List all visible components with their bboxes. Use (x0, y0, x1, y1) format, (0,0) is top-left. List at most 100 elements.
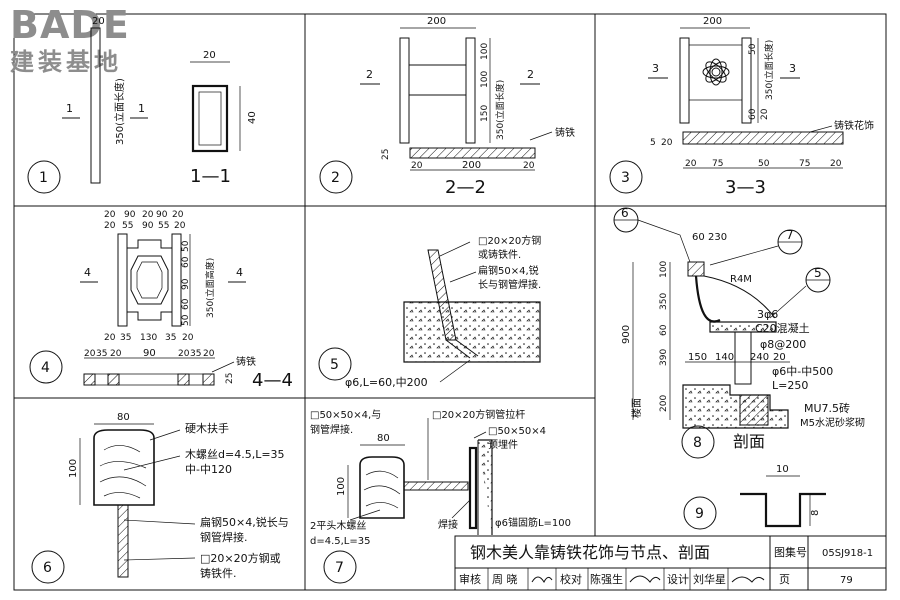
panel7-note-screw1: 2平头木螺丝 (310, 520, 366, 532)
panel2-left-dim: 25 (381, 149, 391, 160)
panel8-callout5: 5 (814, 266, 822, 280)
panel1-top-dim: 20 (92, 16, 105, 27)
panel6-number-circle (31, 550, 65, 584)
panel4-top-dim-b2: 55 (122, 221, 133, 231)
panel8-dim900: 900 (621, 325, 632, 344)
panel3-bot-dim4: 75 (799, 159, 810, 169)
panel4-bot-dim-b1: 20 (84, 349, 96, 359)
panel8-radius: R4M (730, 274, 752, 285)
panel2-number-circle (319, 160, 353, 194)
logo: BADE 建装基地 (10, 3, 129, 76)
panel6-note-sq1: □20×20方钢或 (200, 551, 281, 565)
page-label: 页 (779, 573, 790, 586)
atlas-number: 05SJ918-1 (822, 548, 873, 559)
panel3-section-label: 3—3 (725, 177, 766, 198)
panel7-note-weld: 焊接 (438, 518, 458, 531)
panel4-right-dim5: 50 (181, 314, 191, 326)
panel3-bot-dim5: 20 (830, 159, 842, 169)
panel4-bot-dim-b6: 35 (190, 349, 201, 359)
panel2-number: 2 (331, 170, 340, 186)
panel4-bot-dim-a4: 35 (165, 333, 176, 343)
panel2-dim-v3: 150 (480, 105, 490, 122)
page-number: 79 (840, 575, 853, 586)
review-label: 审核 (459, 572, 481, 586)
panel3-iron-section (682, 131, 844, 145)
panel1-span: 350(立面长度) (113, 78, 126, 145)
panel4-right-dim3: 90 (181, 278, 191, 290)
panel-4-detail: 20 90 20 90 20 20 55 90 55 20 4 4 50 60 … (29, 210, 293, 391)
panel1-mark-left: 1 (66, 102, 73, 115)
panel8-dim-v4: 390 (659, 349, 669, 366)
panel4-bot-dim-b5: 20 (178, 349, 190, 359)
panel4-bot-dim-a2: 35 (120, 333, 131, 343)
panel2-dim-v1: 100 (480, 43, 490, 60)
panel7-embed-plate (468, 446, 478, 530)
panel-5-detail: □20×20方钢 或铸铁件. 扁钢50×4,锐 长与钢管焊接. φ6,L=60,… (318, 234, 541, 389)
panel1-height-dim: 40 (247, 111, 258, 124)
checker-name: 陈强生 (590, 572, 623, 586)
panel8-brick-wall (739, 394, 769, 426)
panel4-mark-left: 4 (84, 266, 91, 279)
panel4-label-iron: 铸铁 (236, 355, 256, 368)
panel4-right-dim2: 60 (181, 256, 191, 268)
panel8-bot-dim3: 240 (750, 352, 769, 363)
panel3-top-dim: 200 (703, 16, 722, 27)
panel-3-detail: 200 3 3 50 60 20 350(立面长度) 铸铁花饰 5 20 20 … (609, 16, 874, 198)
panel8-concrete: C20混凝土 (755, 321, 810, 335)
panel8-title: 剖面 (733, 432, 765, 451)
panel6-wood-handrail (93, 429, 155, 506)
panel-7-detail: □50×50×4,与 钢管焊接. 80 100 □20×20方钢管拉杆 □50×… (310, 408, 571, 584)
check-label: 校对 (560, 572, 582, 586)
panel6-note-sq2: 铸铁件. (200, 566, 237, 580)
panel6-note-screw1: 木螺丝d=4.5,L=35 (185, 448, 285, 461)
panel8-bot-dim4: 20 (773, 352, 786, 363)
panel8-rebar3: φ6中-中500 (772, 365, 833, 378)
title-block: 钢木美人靠铸铁花饰与节点、剖面 图集号 05SJ918-1 页 79 审核 周 … (454, 535, 887, 591)
panel3-bot-dim1: 20 (685, 159, 697, 169)
panel4-top-dim-b4: 55 (158, 221, 169, 231)
panel4-mark-right: 4 (236, 266, 243, 279)
title-block-title: 钢木美人靠铸铁花饰与节点、剖面 (470, 543, 710, 562)
logo-subtitle: 建装基地 (10, 48, 122, 76)
panel4-top-dim-b5: 20 (174, 221, 186, 231)
panel7-note-tube2: 钢管焊接. (310, 423, 353, 436)
panel2-label-iron: 铸铁 (555, 126, 575, 139)
panel4-top-dim-b3: 90 (142, 221, 154, 231)
panel3-number: 3 (621, 170, 630, 186)
panel1-number: 1 (39, 170, 48, 186)
panel4-bot-dim-b3: 20 (110, 349, 122, 359)
panel3-bot-dim2: 75 (712, 159, 723, 169)
panel6-tube-post (117, 504, 129, 578)
panel4-number: 4 (41, 360, 50, 376)
panel4-bot-dim-b7: 20 (203, 349, 215, 359)
panel6-number: 6 (43, 560, 52, 576)
panel-9-detail: 10 8 9 (683, 464, 826, 530)
panel4-right-dim4: 60 (181, 298, 191, 310)
panel3-left-dim2: 20 (661, 138, 673, 148)
panel7-note-screw2: d=4.5,L=35 (310, 536, 370, 547)
panel4-number-circle (29, 350, 63, 384)
panel6-note-flat1: 扁钢50×4,锐长与 (200, 515, 289, 529)
panel8-bot-dim1: 150 (688, 352, 707, 363)
panel5-note4: 长与钢管焊接. (478, 278, 541, 291)
panel4-right-dim1: 50 (181, 240, 191, 252)
panel8-dim60: 60 (692, 232, 705, 243)
panel6-note-handrail: 硬木扶手 (185, 421, 229, 435)
panel5-note3: 扁钢50×4,锐 (478, 264, 539, 277)
panel8-dim-v1: 100 (659, 261, 669, 278)
reviewer-name: 周 晓 (492, 573, 518, 586)
panel3-dim-v3: 20 (760, 108, 770, 120)
panel4-top-dim-a3: 20 (142, 210, 154, 220)
panel4-top-dim-a2: 90 (124, 210, 136, 220)
panel4-bot-dim-a1: 20 (104, 333, 116, 343)
panel7-note-tube1: □50×50×4,与 (310, 409, 381, 421)
panel4-bot-dim-a3: 130 (140, 333, 157, 343)
panel4-bot-dim-b2: 35 (96, 349, 107, 359)
panel8-number-circle (681, 425, 715, 459)
panel3-left-dim1: 5 (650, 138, 656, 148)
panel4-right-dim: 25 (225, 373, 235, 384)
panel3-dim-v1: 50 (748, 43, 758, 55)
panel4-top-dim-a4: 90 (156, 210, 168, 220)
panel8-dim-v5: 200 (659, 395, 669, 412)
panel8-bot-dim2: 140 (715, 352, 734, 363)
